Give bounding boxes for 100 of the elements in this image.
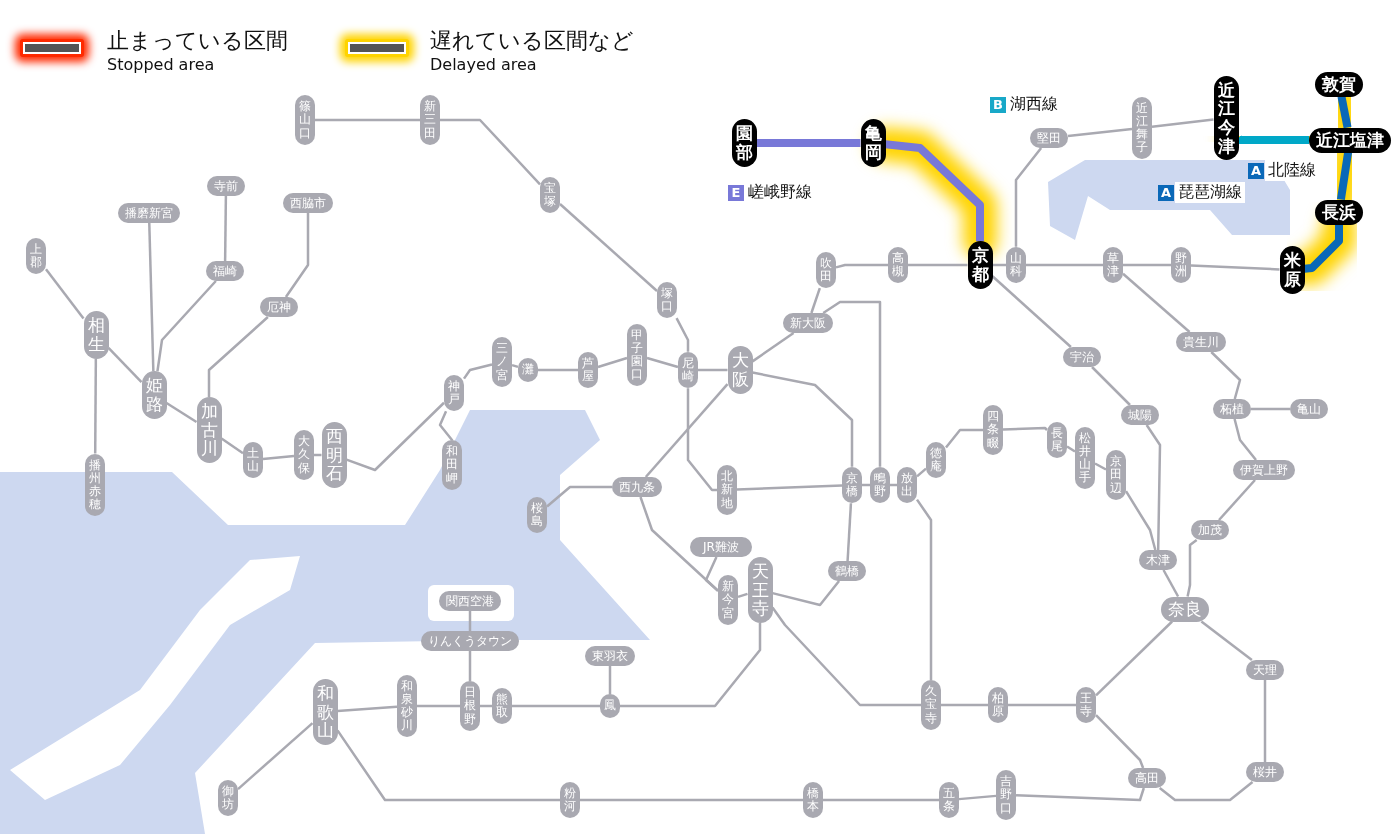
rail-line xyxy=(698,368,728,372)
station-label: りんくうタウン xyxy=(421,631,519,651)
station-label: 高槻 xyxy=(888,246,908,284)
station-label: 高田 xyxy=(1128,768,1166,788)
rail-line xyxy=(207,316,269,397)
station-label: 久宝寺 xyxy=(921,680,941,730)
rail-line xyxy=(107,347,143,383)
rail-line xyxy=(1251,407,1290,411)
station-label: 塚口 xyxy=(657,281,677,319)
rail-line xyxy=(223,196,228,261)
station-label: 貴生川 xyxy=(1176,332,1226,352)
rail-line xyxy=(468,611,472,631)
station-label: 相生 xyxy=(83,311,109,359)
line-badge: E xyxy=(728,185,744,201)
station-label: 新大阪 xyxy=(783,313,833,333)
station-label: 大久保 xyxy=(294,430,314,480)
rail-line xyxy=(165,401,198,424)
affected-station-label: 近江塩津 xyxy=(1309,127,1391,153)
rail-line xyxy=(1151,118,1214,129)
station-label: 山科 xyxy=(1006,246,1026,284)
rail-line xyxy=(315,118,420,122)
rail-line xyxy=(1124,490,1157,551)
rail-line xyxy=(958,794,997,801)
station-label: 亀山 xyxy=(1290,399,1328,419)
legend-caption: Stopped area xyxy=(107,55,215,74)
station-label: 寺前 xyxy=(207,176,245,196)
rail-line xyxy=(1015,787,1145,802)
station-label: 桜井 xyxy=(1246,762,1284,782)
legend-label: 止まっている区間 xyxy=(107,27,288,55)
rail-line xyxy=(1233,418,1257,461)
rail-line xyxy=(1122,272,1191,333)
rail-line xyxy=(346,401,445,472)
rail-line xyxy=(1008,703,1076,707)
rail-line xyxy=(1123,263,1171,267)
rail-line xyxy=(686,388,717,492)
station-label: 新今宮 xyxy=(718,575,738,625)
rail-line xyxy=(559,203,658,292)
line-badge: A xyxy=(1248,163,1264,179)
station-label: 加茂 xyxy=(1191,520,1229,540)
rail-line xyxy=(93,358,98,454)
rail-line xyxy=(1190,264,1280,271)
station-label: 橋本 xyxy=(803,781,823,819)
rail-line xyxy=(1337,95,1352,129)
affected-station-label: 近江今津 xyxy=(1213,75,1239,161)
station-label: 伊賀上野 xyxy=(1233,460,1295,480)
station-label: 姫路 xyxy=(141,371,167,419)
station-label: 吉野口 xyxy=(996,770,1016,820)
station-label: 奈良 xyxy=(1161,596,1209,622)
station-label: 西脇市 xyxy=(283,193,333,213)
legend-caption: Delayed area xyxy=(430,55,537,74)
rail-line xyxy=(417,704,460,708)
station-label: 芦屋 xyxy=(578,351,598,389)
station-label: 粉河 xyxy=(560,781,580,819)
rail-line xyxy=(148,222,155,372)
rail-line xyxy=(772,580,841,607)
rail-line xyxy=(546,485,612,508)
rail-line xyxy=(337,705,398,713)
rail-line xyxy=(675,317,690,352)
station-label: 大阪 xyxy=(727,346,753,394)
station-label: 三ノ宮 xyxy=(492,337,512,387)
station-label: 篠山口 xyxy=(295,95,315,145)
station-label: 徳庵 xyxy=(926,441,946,479)
station-label: 柘植 xyxy=(1213,399,1251,419)
rail-line xyxy=(644,383,729,478)
rail-line xyxy=(468,651,472,682)
station-label: 土山 xyxy=(243,441,263,479)
rail-line xyxy=(1145,424,1162,551)
station-label: 灘 xyxy=(518,358,538,382)
station-label: 近江舞子 xyxy=(1132,96,1152,160)
rail-line xyxy=(945,428,983,449)
station-label: 草津 xyxy=(1103,246,1123,284)
affected-station-label: 京都 xyxy=(967,241,993,289)
rail-line xyxy=(751,331,795,363)
station-label: 放出 xyxy=(897,466,917,504)
station-label: 北新地 xyxy=(717,465,737,515)
rail-line xyxy=(1014,147,1043,247)
affected-station-label: 敦賀 xyxy=(1315,71,1363,97)
station-label: 宝塚 xyxy=(540,176,560,214)
rail-line xyxy=(885,140,984,242)
station-label: 西九条 xyxy=(612,477,662,497)
station-label: 柏原 xyxy=(988,686,1008,724)
rail-line xyxy=(823,798,939,802)
station-label: 吹田 xyxy=(816,251,836,289)
rail-line xyxy=(915,498,933,681)
affected-station-label: 長浜 xyxy=(1315,199,1363,225)
station-label: 播磨新宮 xyxy=(118,203,180,223)
rail-line xyxy=(620,623,762,708)
rail-line xyxy=(336,729,560,802)
rail-line xyxy=(991,275,1072,348)
rail-line xyxy=(440,118,541,186)
station-label: 福崎 xyxy=(206,261,244,281)
rail-line xyxy=(45,268,85,320)
rail-line xyxy=(1095,714,1145,769)
station-label: 天理 xyxy=(1246,660,1284,680)
station-label: 和歌山 xyxy=(312,678,338,746)
rail-line xyxy=(704,556,719,592)
rail-line xyxy=(736,484,843,491)
station-label: 京橋 xyxy=(842,466,862,504)
line-badge: A xyxy=(1158,185,1174,201)
station-label: 天王寺 xyxy=(747,556,773,624)
